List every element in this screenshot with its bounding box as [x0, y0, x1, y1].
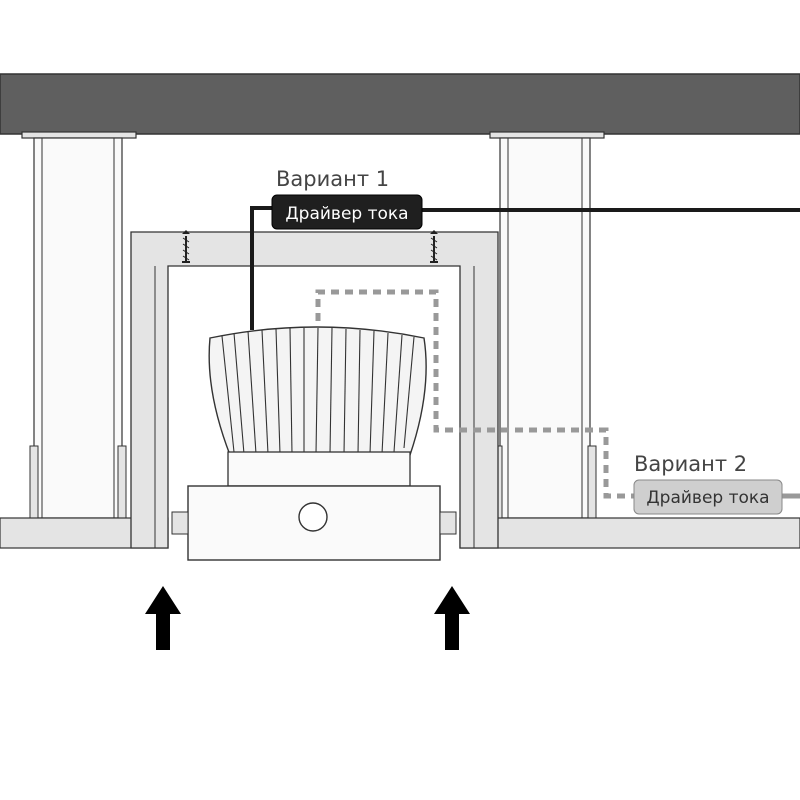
variant2-driver-box	[633, 479, 783, 515]
hanger-profile-right	[489, 131, 605, 519]
variant2-cable	[315, 289, 636, 499]
spring-clip-left	[171, 511, 189, 535]
variant2-driver-label: Драйвер тока	[646, 488, 769, 508]
variant1-caption: Вариант 1	[276, 167, 389, 191]
mounting-screw-icon	[182, 230, 190, 263]
luminaire	[171, 326, 457, 561]
variant1-driver-label: Драйвер тока	[285, 204, 408, 224]
upward-arrow-icon	[145, 586, 181, 650]
drywall-panel-right	[459, 517, 800, 549]
mounting-box	[130, 231, 499, 549]
variant1-cable	[250, 206, 800, 330]
variant1-driver-box	[271, 194, 423, 230]
hanger-profile-left	[21, 131, 137, 519]
luminaire-lens	[298, 502, 328, 532]
mounting-screw-icon	[430, 230, 438, 263]
variant2-caption: Вариант 2	[634, 452, 747, 476]
luminaire-base	[227, 451, 411, 487]
upward-arrow-icon	[434, 586, 470, 650]
ceiling-slab	[0, 73, 800, 135]
spring-clip-right	[439, 511, 457, 535]
